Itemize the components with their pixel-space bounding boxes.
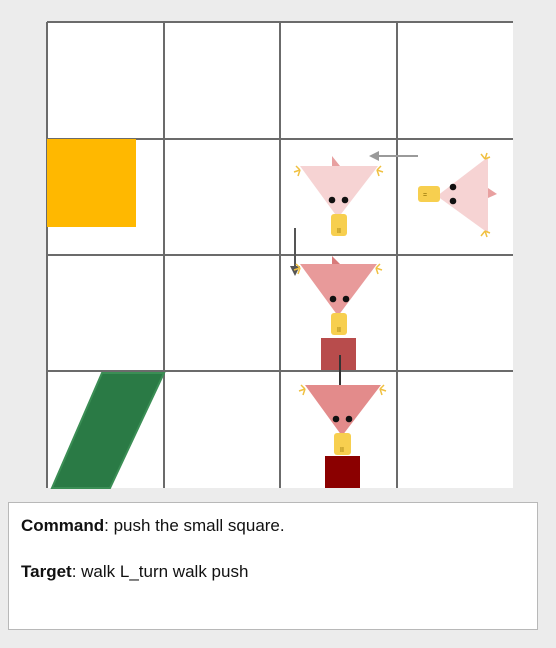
duck-body: [300, 166, 378, 218]
duck-eye: [449, 183, 457, 191]
duck-beak: [418, 186, 440, 202]
duck-beak: [334, 433, 351, 455]
small-square-before: [321, 338, 356, 370]
duck-foot: [480, 152, 491, 238]
duck-tail: [488, 188, 497, 198]
duck-body: [305, 385, 381, 436]
duck-eye: [332, 415, 340, 423]
duck-agent-start: =: [418, 152, 497, 238]
duck-foot: [293, 165, 384, 177]
small-square-after: [325, 456, 360, 488]
duck-beak: [331, 313, 347, 335]
duck-body: [300, 264, 377, 316]
duck-agent-final: II: [298, 384, 387, 455]
duck-tail: [332, 156, 340, 166]
target-text: : walk L_turn walk push: [71, 562, 249, 581]
duck-eye: [345, 415, 353, 423]
duck-eye: [449, 197, 457, 205]
duck-foot: [293, 263, 383, 275]
duck-eye: [328, 196, 336, 204]
svg-text:=: =: [423, 192, 427, 199]
svg-text:II: II: [337, 327, 341, 334]
duck-body: [437, 157, 488, 233]
svg-text:II: II: [340, 447, 344, 454]
grid-world: II = II: [46, 21, 513, 489]
arrow-left: [369, 151, 418, 161]
target-label: Target: [21, 562, 72, 581]
duck-agent-step-2: II: [293, 256, 383, 335]
duck-eye: [341, 196, 349, 204]
duck-eye: [342, 295, 350, 303]
duck-eye: [329, 295, 337, 303]
target-line: Target: walk L_turn walk push: [21, 563, 525, 581]
duck-tail: [332, 256, 340, 264]
command-line: Command: push the small square.: [21, 517, 525, 535]
command-label: Command: [21, 516, 105, 535]
command-text: : push the small square.: [104, 516, 285, 535]
svg-text:II: II: [337, 228, 341, 235]
duck-foot: [298, 384, 387, 396]
yellow-square: [47, 139, 136, 227]
instruction-panel: Command: push the small square. Target: …: [8, 502, 538, 630]
duck-beak: [331, 214, 347, 236]
green-parallelogram: [50, 372, 166, 489]
duck-agent-step-1: II: [293, 156, 384, 236]
